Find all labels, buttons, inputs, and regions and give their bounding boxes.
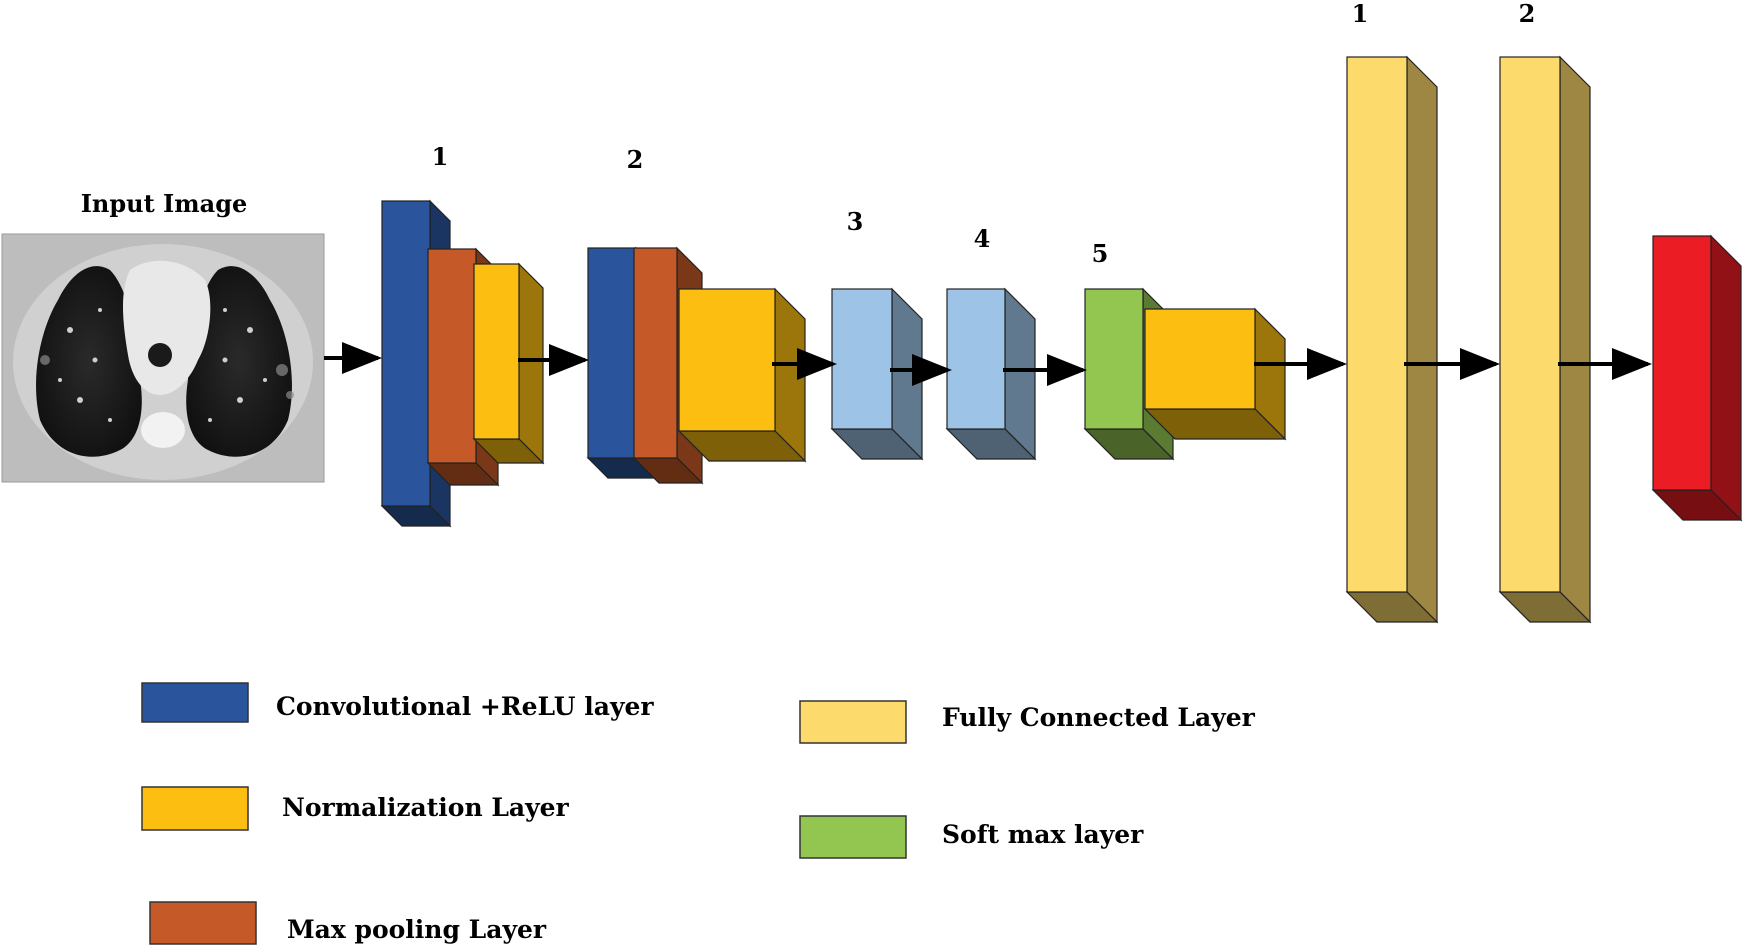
block5-norm-layer-front [1144,308,1256,410]
legend-label-norm: Normalization Layer [282,793,570,822]
output-layer [1651,234,1743,522]
legend-swatch-fc [799,700,907,744]
legend-swatch-softmax [799,815,907,859]
flow-arrows [324,342,1652,386]
legend-swatch-pool [149,901,257,945]
block2-pool-layer-front [633,247,678,459]
legend-item-softmax: Soft max layer [799,815,1144,859]
legend-label-pool: Max pooling Layer [287,915,547,944]
fc2-layer [1498,55,1592,624]
block1-norm-layer [472,262,545,465]
block1-pool-layer-front [427,248,477,464]
fc1-layer-front [1346,56,1408,593]
fc-block-label-1: 1 [1352,0,1369,28]
block5-softmax-layer-front [1084,288,1144,430]
legend-label-fc: Fully Connected Layer [942,703,1256,732]
block3-conv-layer-front [831,288,893,430]
legend-swatch-conv [141,682,249,723]
legend-label-softmax: Soft max layer [942,820,1144,849]
legend-item-norm: Normalization Layer [141,786,570,831]
block2-conv-layer-front [587,247,637,459]
conv-block-label-4: 4 [974,224,991,253]
fc1-layer-side [1406,55,1438,624]
input-image-title: Input Image [81,189,248,218]
block1-conv-layer-front [381,200,431,507]
block1-norm-layer-side [518,262,544,465]
output-layer-front [1652,235,1712,491]
block1-norm-layer-front [473,263,520,440]
legend-swatch-norm [141,786,249,831]
block2-norm-layer-front [678,288,776,432]
fc-block-label-2: 2 [1519,0,1536,28]
legend-label-conv: Convolutional +ReLU layer [276,692,654,721]
fc2-layer-side [1559,55,1591,624]
fc2-layer-front [1499,56,1561,593]
output-layer-side [1710,234,1742,522]
legend: Convolutional +ReLU layer Normalization … [141,682,1256,945]
legend-item-conv: Convolutional +ReLU layer [141,682,654,723]
block3-conv-layer [830,287,924,461]
legend-item-pool: Max pooling Layer [149,901,547,945]
conv-block-label-3: 3 [847,207,864,236]
block5-norm-layer [1143,307,1287,441]
block2-norm-layer [677,287,807,463]
conv-block-label-2: 2 [627,145,644,174]
block4-conv-layer-front [946,288,1006,430]
legend-item-fc: Fully Connected Layer [799,700,1256,744]
block4-conv-layer [945,287,1037,461]
conv-block-label-1: 1 [432,142,449,171]
fc1-layer [1345,55,1439,624]
input-ct-scan-image [1,233,325,483]
conv-block-label-5: 5 [1092,239,1109,268]
